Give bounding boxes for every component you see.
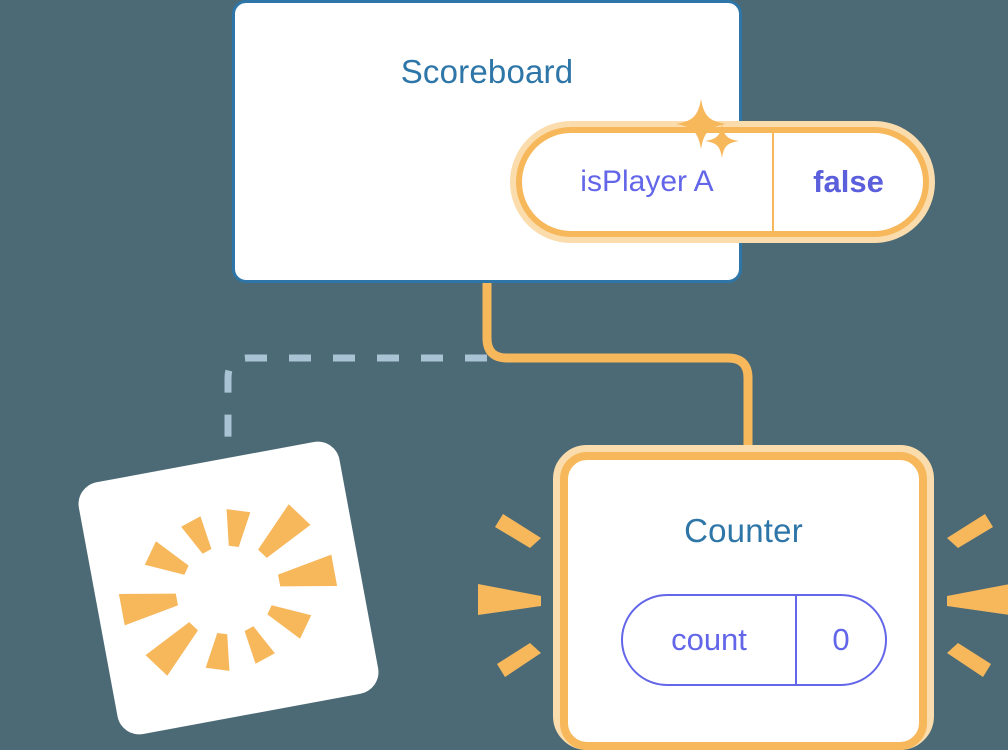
- counter-card[interactable]: Counter count 0: [560, 452, 927, 750]
- burst-ray: [278, 554, 338, 587]
- counter-ray-right: [947, 514, 1008, 677]
- burst-ray: [226, 509, 251, 548]
- sparkle-icon: [705, 124, 739, 158]
- counter-state-key: count: [623, 596, 797, 684]
- counter-title: Counter: [684, 512, 803, 549]
- pill-highlight-glow: [510, 121, 935, 243]
- counter-state-value: 0: [832, 622, 850, 657]
- scoreboard-card[interactable]: Scoreboard isPlayer A false: [232, 0, 935, 283]
- burst-ray: [244, 626, 275, 664]
- burst-ray: [258, 504, 311, 558]
- scoreboard-state-key: isPlayer A: [522, 133, 774, 231]
- burst-ray: [205, 632, 230, 671]
- burst-ray: [144, 541, 189, 575]
- burst-ray: [118, 593, 178, 626]
- scoreboard-state-pill[interactable]: isPlayer A false: [510, 121, 935, 243]
- scoreboard-state-value: false: [813, 164, 884, 199]
- sparkle-icon: [676, 99, 726, 149]
- connector-scoreboard-to-counter: [482, 280, 753, 470]
- connector-scoreboard-to-ghost: [224, 354, 487, 485]
- burst-ray: [145, 622, 198, 676]
- burst-ray: [267, 605, 312, 639]
- counter-state-pill[interactable]: count 0: [621, 594, 887, 686]
- burst-ray: [181, 516, 212, 554]
- scoreboard-title: Scoreboard: [400, 53, 574, 90]
- counter-ray-left: [478, 514, 541, 677]
